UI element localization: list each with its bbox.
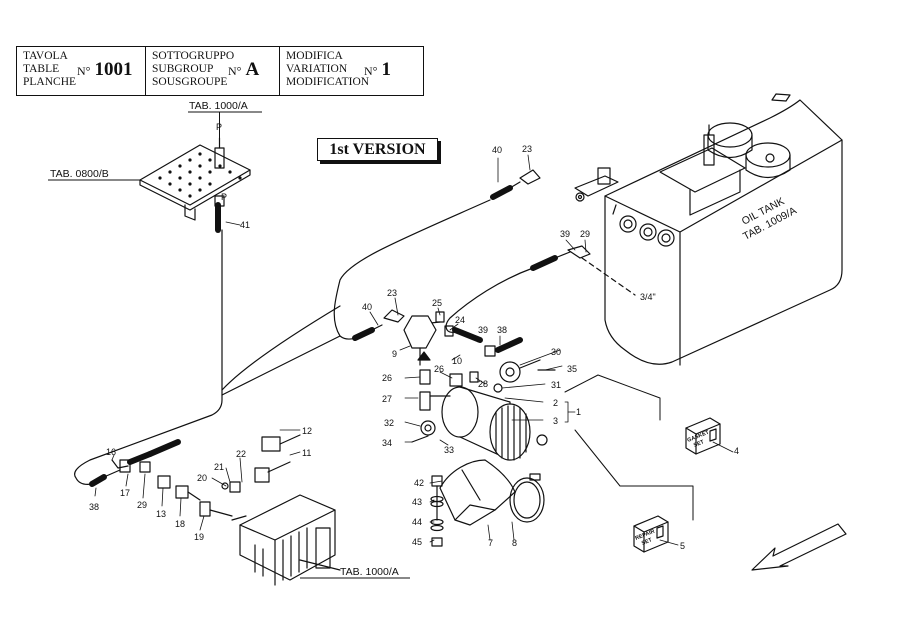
part-number: 31 — [551, 380, 561, 390]
part-number: 22 — [236, 449, 246, 459]
modifica-number-prefix: N° — [364, 64, 378, 78]
lower-fittings — [103, 434, 301, 517]
part-number: 35 — [567, 364, 577, 374]
direction-arrow — [751, 523, 847, 571]
oil-tank — [604, 93, 843, 366]
sottogruppo-number: A — [245, 59, 260, 80]
part-number: 19 — [194, 532, 204, 542]
modifica-number: 1 — [381, 59, 391, 80]
part-number: 32 — [384, 418, 394, 428]
mount-plate-holes — [158, 152, 242, 198]
part-number: 40 — [362, 302, 372, 312]
tavola-number: 1001 — [94, 59, 133, 80]
part-number: 10 — [452, 356, 462, 366]
repair-kit-label-2: SET — [641, 537, 654, 547]
modifica-label-fr: MODIFICATION — [286, 76, 370, 88]
tavola-number-prefix: N° — [77, 64, 91, 78]
gasket-kit-label-2: SET — [693, 439, 706, 449]
part-number: 20 — [197, 473, 207, 483]
tavola-label-en: TABLE — [23, 63, 60, 75]
leader-lines — [94, 154, 734, 546]
port-p-top: P — [216, 122, 222, 132]
part-number: 8 — [512, 538, 517, 548]
part-number: 17 — [120, 488, 130, 498]
part-number: 24 — [455, 315, 465, 325]
reference-underlines — [48, 111, 410, 579]
suction-hose-40-upper — [333, 169, 541, 341]
part-number: 2 — [553, 398, 558, 408]
part-number: 39 — [478, 325, 488, 335]
part-number: 25 — [432, 298, 442, 308]
part-number: 39 — [560, 229, 570, 239]
part-number: 43 — [412, 497, 422, 507]
version-label: 1st VERSION — [317, 138, 438, 161]
part-number: 38 — [497, 325, 507, 335]
part-number: 7 — [488, 538, 493, 548]
part-number: 5 — [680, 541, 685, 551]
part-number: 1 — [576, 407, 581, 417]
part-number: 29 — [137, 500, 147, 510]
part-number: 3 — [553, 416, 558, 426]
part-number: 12 — [302, 426, 312, 436]
part-number: 18 — [175, 519, 185, 529]
mount-plate — [139, 137, 251, 221]
part-number: 29 — [580, 229, 590, 239]
part-number: 28 — [478, 379, 488, 389]
part-number: 26 — [434, 364, 444, 374]
part-number: 13 — [156, 509, 166, 519]
part-number: 11 — [302, 448, 311, 458]
tab-1000-top-label: TAB. 1000/A — [189, 100, 248, 112]
part-number: 41 — [240, 220, 250, 230]
tavola-label-fr: PLANCHE — [23, 76, 77, 88]
return-hose-39-upper — [445, 245, 636, 333]
tab-0800-label: TAB. 0800/B — [50, 168, 109, 180]
part-number: 33 — [444, 445, 454, 455]
part-number: 34 — [382, 438, 392, 448]
header-cell-modifica: MODIFICA VARIATION MODIFICATION N°1 — [280, 47, 422, 95]
part-number: 23 — [387, 288, 397, 298]
part-number: 4 — [734, 446, 739, 456]
tavola-label-it: TAVOLA — [23, 50, 68, 62]
filter-bracket — [439, 459, 516, 526]
modifica-label-it: MODIFICA — [286, 50, 343, 62]
header-cell-tavola: TAVOLA TABLE PLANCHE N°1001 — [17, 47, 146, 95]
header-table: TAVOLA TABLE PLANCHE N°1001 SOTTOGRUPPO … — [16, 46, 424, 96]
part-number: 27 — [382, 394, 392, 404]
repair-set-box — [633, 515, 669, 553]
thread-size-label: 3/4" — [640, 292, 656, 302]
part-number: 26 — [382, 373, 392, 383]
port-p-bottom: P — [221, 192, 227, 202]
sottogruppo-label-fr: SOUSGROUPE — [152, 76, 228, 88]
filter-assembly — [371, 309, 556, 461]
part-number: 45 — [412, 537, 422, 547]
pressure-line-41 — [74, 195, 341, 487]
modifica-label-en: VARIATION — [286, 63, 348, 75]
filter-clamp — [509, 473, 545, 523]
tab-1000-bottom-label: TAB. 1000/A — [340, 566, 399, 578]
bracket-bolts — [430, 475, 444, 547]
kit-panels — [564, 374, 694, 521]
part-number: 42 — [414, 478, 424, 488]
part-number: 23 — [522, 144, 532, 154]
sottogruppo-label-it: SOTTOGRUPPO — [152, 50, 235, 62]
part-number: 16 — [106, 447, 116, 457]
tank-suction-fitting — [574, 167, 619, 202]
header-cell-sottogruppo: SOTTOGRUPPO SUBGROUP SOUSGROUPE N°A — [146, 47, 280, 95]
part-numbers: 40 23 41 39 29 40 23 25 24 39 38 9 10 26… — [89, 144, 739, 551]
part-number: 38 — [89, 502, 99, 512]
part-number: 30 — [551, 347, 561, 357]
gasket-set-box — [685, 417, 721, 455]
part-number: 44 — [412, 517, 422, 527]
part-number: 21 — [214, 462, 224, 472]
sottogruppo-number-prefix: N° — [228, 64, 242, 78]
part-number: 40 — [492, 145, 502, 155]
sottogruppo-label-en: SUBGROUP — [152, 63, 214, 75]
part-number: 9 — [392, 349, 397, 359]
control-valve-block — [231, 494, 341, 586]
